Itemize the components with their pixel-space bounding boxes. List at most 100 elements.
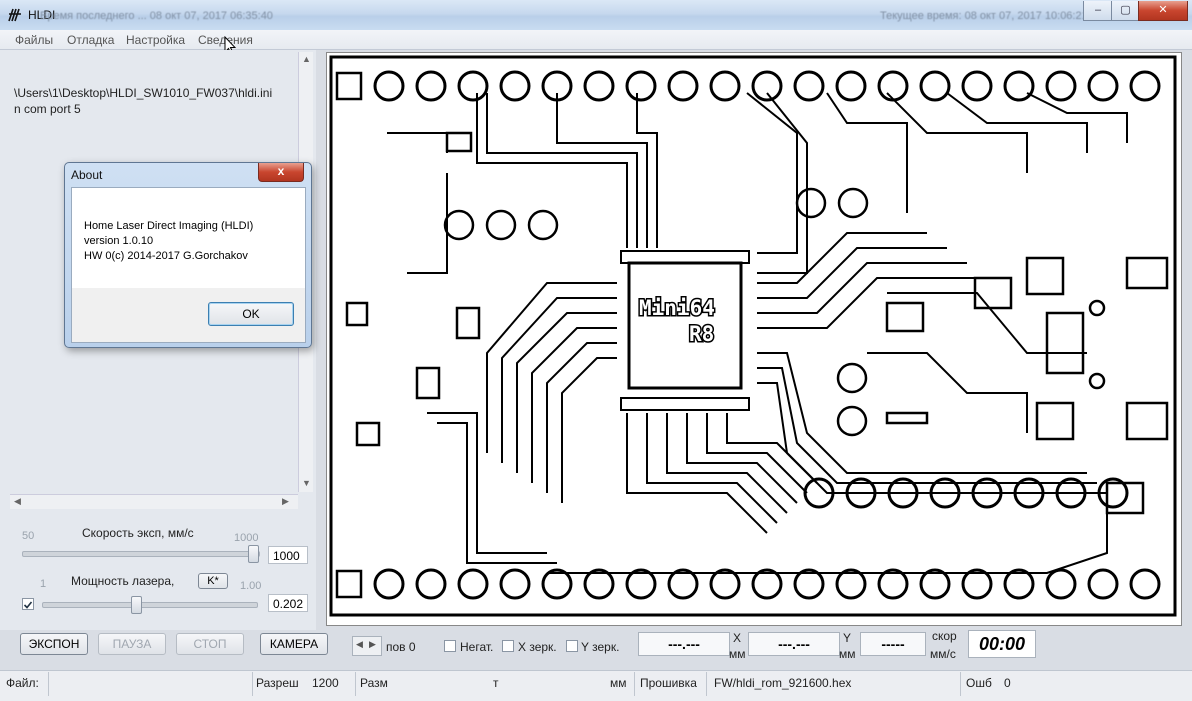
maximize-button[interactable]: ▢ [1111, 1, 1140, 21]
pcb-pad [499, 568, 531, 600]
status-errors-value: 0 [1004, 676, 1011, 690]
log-horizontal-scrollbar[interactable]: ◀ ▶ [10, 494, 298, 509]
pcb-pad [751, 568, 783, 600]
camera-button[interactable]: КАМЕРА [260, 633, 328, 655]
status-file-label: Файл: [6, 676, 39, 690]
pcb-pad [877, 70, 909, 102]
status-firmware-label: Прошивка [640, 676, 697, 690]
pcb-pad [667, 70, 699, 102]
pcb-pad [625, 568, 657, 600]
log-line: \Users\1\Desktop\HLDI_SW1010_FW037\hldi.… [14, 86, 273, 100]
title-ghost-left: Время последнего ... 08 окт 07, 2017 06:… [40, 10, 273, 22]
speed-value-field[interactable]: 1000 [268, 546, 308, 564]
status-size-label: Разм [360, 676, 388, 690]
rotate-spinner[interactable]: ◀ ▶ [352, 636, 382, 656]
pcb-pad [919, 568, 951, 600]
status-separator [634, 672, 635, 696]
about-line-version: version 1.0.10 [84, 235, 154, 247]
pcb-pad [1087, 70, 1119, 102]
laser-enable-checkbox[interactable] [22, 598, 34, 610]
laser-slider-track[interactable] [42, 602, 258, 608]
y-mirror-label: Y зерк. [581, 640, 620, 654]
status-bar [0, 670, 1192, 701]
pause-button[interactable]: ПАУЗА [98, 633, 166, 655]
about-dialog: About x Home Laser Direct Imaging (HLDI)… [64, 162, 312, 348]
k-coef-button[interactable]: K* [198, 573, 228, 589]
app-icon [8, 8, 21, 22]
pcb-pad [793, 70, 825, 102]
rotate-left-icon[interactable]: ◀ [356, 639, 363, 649]
speed-display-unit: мм/с [930, 647, 956, 661]
check-icon [23, 601, 33, 609]
status-separator [960, 672, 961, 696]
pcb-pad [877, 568, 909, 600]
laser-value-field[interactable]: 0.202 [268, 594, 308, 612]
pcb-pad [1129, 70, 1161, 102]
pcb-pad [457, 568, 489, 600]
pcb-pad [751, 70, 783, 102]
speed-slider-thumb[interactable] [248, 545, 259, 563]
minimize-button[interactable]: – [1083, 1, 1113, 21]
laser-min-label: 1 [40, 578, 47, 590]
laser-slider-thumb[interactable] [131, 596, 143, 614]
pcb-pad [1045, 70, 1077, 102]
status-t-label: т [493, 676, 499, 690]
laser-max-label: 1.00 [240, 580, 262, 592]
status-errors-label: Ошб [966, 676, 992, 690]
scroll-up-icon[interactable]: ▲ [302, 54, 311, 64]
log-line: n com port 5 [14, 102, 81, 116]
stop-button[interactable]: СТОП [176, 633, 244, 655]
negative-label: Негат. [460, 640, 494, 654]
close-button[interactable]: ✕ [1138, 1, 1188, 21]
expose-button[interactable]: ЭКСПОН [20, 633, 88, 655]
exposure-timer: 00:00 [968, 630, 1036, 658]
pcb-label-line1: Mini64 [639, 296, 715, 320]
pcb-label-line2: R8 [689, 322, 714, 346]
pcb-pad [709, 568, 741, 600]
pcb-pad [961, 568, 993, 600]
rotate-right-icon[interactable]: ▶ [369, 639, 376, 649]
about-dialog-title: About [71, 168, 103, 182]
pcb-pad [1129, 568, 1161, 600]
status-separator [252, 672, 253, 696]
speed-display-label: скор [932, 629, 957, 643]
pcb-pad [457, 70, 489, 102]
status-resolution-value: 1200 [312, 676, 339, 690]
speed-slider-track[interactable] [22, 551, 260, 557]
scroll-right-icon[interactable]: ▶ [282, 496, 289, 506]
pcb-image: Mini64 R8 [329, 55, 1177, 617]
about-ok-button[interactable]: OK [208, 302, 294, 326]
speed-display: ----- [860, 632, 926, 656]
pcb-pad [1045, 568, 1077, 600]
pcb-pad [709, 70, 741, 102]
x-axis-label: X [733, 631, 742, 645]
x-mirror-label: X зерк. [518, 640, 557, 654]
pcb-pad [415, 568, 447, 600]
pcb-pad [919, 70, 951, 102]
x-mirror-checkbox[interactable] [502, 640, 514, 652]
pcb-pad [373, 568, 405, 600]
pcb-pad [1087, 568, 1119, 600]
about-line-copyright: HW 0(c) 2014-2017 G.Gorchakov [84, 250, 248, 262]
status-separator [706, 672, 707, 696]
pcb-pad [499, 70, 531, 102]
y-mirror-checkbox[interactable] [566, 640, 578, 652]
status-resolution-label: Разреш [256, 676, 299, 690]
menu-debug[interactable]: Отладка [67, 33, 115, 47]
scroll-down-icon[interactable]: ▼ [302, 478, 311, 488]
about-dialog-body: Home Laser Direct Imaging (HLDI) version… [71, 187, 306, 343]
menu-bar [0, 30, 1192, 50]
about-content: Home Laser Direct Imaging (HLDI) version… [72, 188, 305, 288]
laser-label: Мощность лазера, [71, 574, 175, 588]
scroll-left-icon[interactable]: ◀ [14, 496, 21, 506]
pcb-preview: Mini64 R8 [326, 52, 1182, 626]
menu-settings[interactable]: Настройка [126, 33, 186, 47]
title-ghost-right: Текущее время: 08 окт 07, 2017 10:06:21 [880, 10, 1088, 22]
pcb-pad [625, 70, 657, 102]
x-unit-label: мм [729, 647, 746, 661]
negative-checkbox[interactable] [444, 640, 456, 652]
about-close-button[interactable]: x [258, 163, 304, 182]
status-firmware-value: FW/hldi_rom_921600.hex [714, 676, 852, 690]
pcb-pad [667, 568, 699, 600]
menu-files[interactable]: Файлы [15, 33, 54, 47]
